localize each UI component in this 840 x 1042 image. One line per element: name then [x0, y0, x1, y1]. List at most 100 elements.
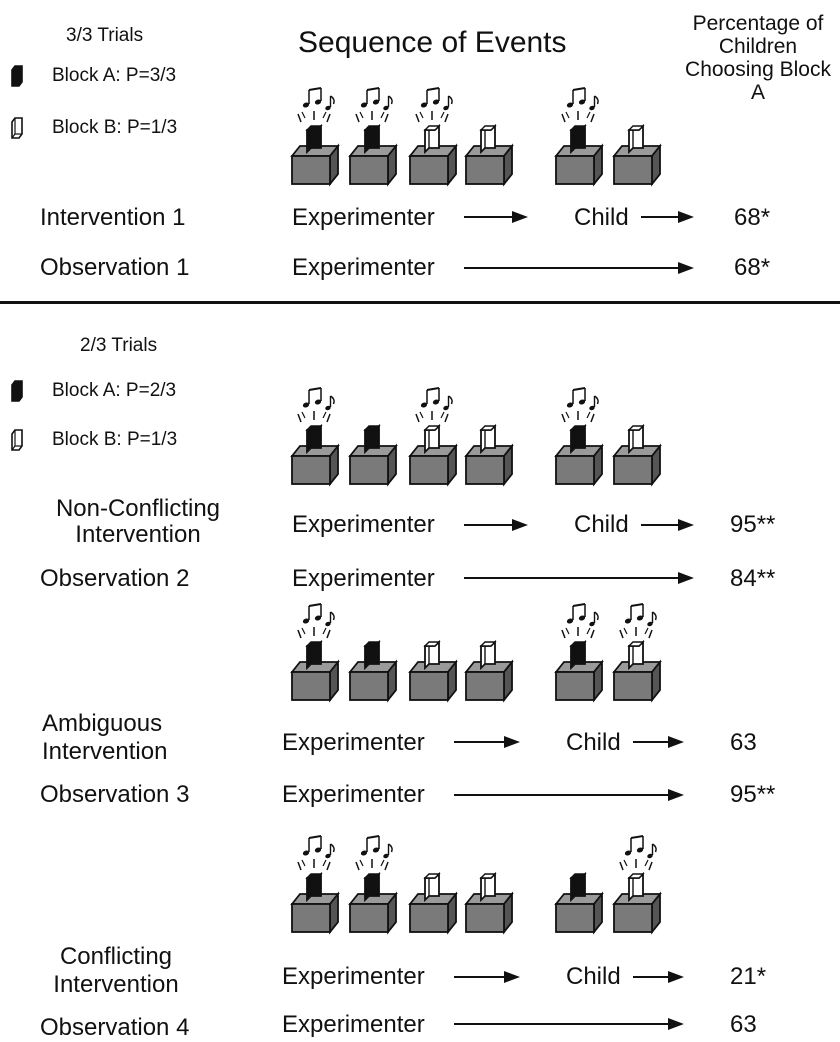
detector-machine-icon — [464, 871, 514, 935]
detector-machine-icon — [464, 423, 514, 487]
detector-machine-icon — [408, 639, 458, 703]
detector-machine-icon — [464, 123, 514, 187]
percentage-value: 21* — [730, 963, 767, 990]
legend-block-b-label: Block B: P=1/3 — [52, 429, 178, 450]
arrow — [454, 971, 520, 983]
block-b-icon — [423, 123, 441, 155]
child-label: Child — [574, 511, 629, 538]
detector-machine-icon — [464, 639, 514, 703]
percentage-value: 68* — [734, 254, 771, 281]
arrow — [454, 789, 684, 801]
detector-machine-icon — [612, 835, 662, 935]
condition-line: Conflicting — [59, 943, 173, 970]
block-a-icon — [305, 423, 323, 455]
child-label: Child — [566, 729, 621, 756]
child-label: Child — [566, 963, 621, 990]
detector-machine-icon — [348, 423, 398, 487]
condition-observation-3: Observation 3 — [40, 781, 190, 808]
block-a-icon — [305, 639, 323, 671]
detector-machine-icon — [290, 87, 340, 187]
condition-intervention-1: Intervention 1 — [40, 204, 186, 231]
arrow — [633, 971, 684, 983]
percentage-value: 63 — [730, 1011, 757, 1038]
block-a-icon — [569, 639, 587, 671]
arrow — [464, 519, 528, 531]
arrow — [464, 572, 694, 584]
music-note-icon — [415, 87, 453, 123]
detector-machine-icon — [612, 423, 662, 487]
music-note-icon — [355, 87, 393, 123]
detector-machine-icon — [348, 87, 398, 187]
arrow — [641, 519, 694, 531]
block-a-icon — [569, 423, 587, 455]
block-a-icon — [305, 871, 323, 903]
block-b-icon — [627, 639, 645, 671]
condition-line: Intervention — [53, 971, 179, 998]
block-b-icon — [627, 871, 645, 903]
condition-ambiguous-intervention: Ambiguous Intervention — [42, 710, 167, 766]
section-divider — [0, 301, 840, 304]
percentage-value: 95** — [730, 511, 776, 538]
block-a-icon — [305, 123, 323, 155]
condition-line: Non-Conflicting — [55, 495, 221, 522]
arrow — [454, 736, 520, 748]
block-a-icon — [11, 380, 23, 402]
block-a-icon — [363, 423, 381, 455]
detector-machine-icon — [554, 871, 604, 935]
block-b-icon — [627, 423, 645, 455]
condition-line: Ambiguous — [42, 710, 163, 737]
block-b-icon — [479, 423, 497, 455]
block-b-icon — [479, 639, 497, 671]
music-note-icon — [561, 87, 599, 123]
percentage-value: 63 — [730, 729, 757, 756]
block-a-icon — [363, 639, 381, 671]
trials-label-2-3: 2/3 Trials — [80, 335, 158, 356]
detector-machine-icon — [290, 387, 340, 487]
condition-conflicting-intervention: Conflicting Intervention — [36, 943, 196, 999]
experimenter-label: Experimenter — [292, 254, 435, 281]
detector-machine-icon — [408, 387, 458, 487]
music-note-icon — [355, 835, 393, 871]
music-note-icon — [561, 603, 599, 639]
arrow — [464, 211, 528, 223]
arrow — [641, 211, 694, 223]
detector-machine-icon — [290, 835, 340, 935]
sequence-title: Sequence of Events — [298, 26, 567, 59]
trials-label-3-3: 3/3 Trials — [66, 25, 144, 46]
detector-machine-icon — [612, 123, 662, 187]
condition-non-conflicting-intervention: Non-Conflicting Intervention — [28, 496, 248, 548]
block-b-icon — [479, 123, 497, 155]
music-note-icon — [619, 603, 657, 639]
detector-machine-icon — [408, 871, 458, 935]
experimenter-label: Experimenter — [282, 729, 425, 756]
experimenter-label: Experimenter — [292, 565, 435, 592]
child-label: Child — [574, 204, 629, 231]
condition-observation-4: Observation 4 — [40, 1014, 190, 1041]
music-note-icon — [297, 603, 335, 639]
block-a-icon — [569, 123, 587, 155]
arrow — [464, 262, 694, 274]
legend-block-b-label: Block B: P=1/3 — [52, 117, 178, 138]
experimenter-label: Experimenter — [282, 963, 425, 990]
block-b-icon — [627, 123, 645, 155]
block-b-icon — [11, 117, 23, 139]
detector-machine-icon — [348, 639, 398, 703]
percentage-value: 84** — [730, 565, 776, 592]
detector-machine-icon — [554, 603, 604, 703]
experimenter-label: Experimenter — [282, 781, 425, 808]
music-note-icon — [561, 387, 599, 423]
music-note-icon — [619, 835, 657, 871]
detector-machine-icon — [612, 603, 662, 703]
block-b-icon — [11, 429, 23, 451]
block-a-icon — [11, 65, 23, 87]
legend-block-a-label: Block A: P=3/3 — [52, 65, 177, 86]
block-a-icon — [569, 871, 587, 903]
detector-machine-icon — [290, 603, 340, 703]
block-a-icon — [363, 123, 381, 155]
experimenter-label: Experimenter — [292, 511, 435, 538]
music-note-icon — [297, 835, 335, 871]
condition-observation-1: Observation 1 — [40, 254, 190, 281]
music-note-icon — [297, 87, 335, 123]
block-b-icon — [423, 423, 441, 455]
